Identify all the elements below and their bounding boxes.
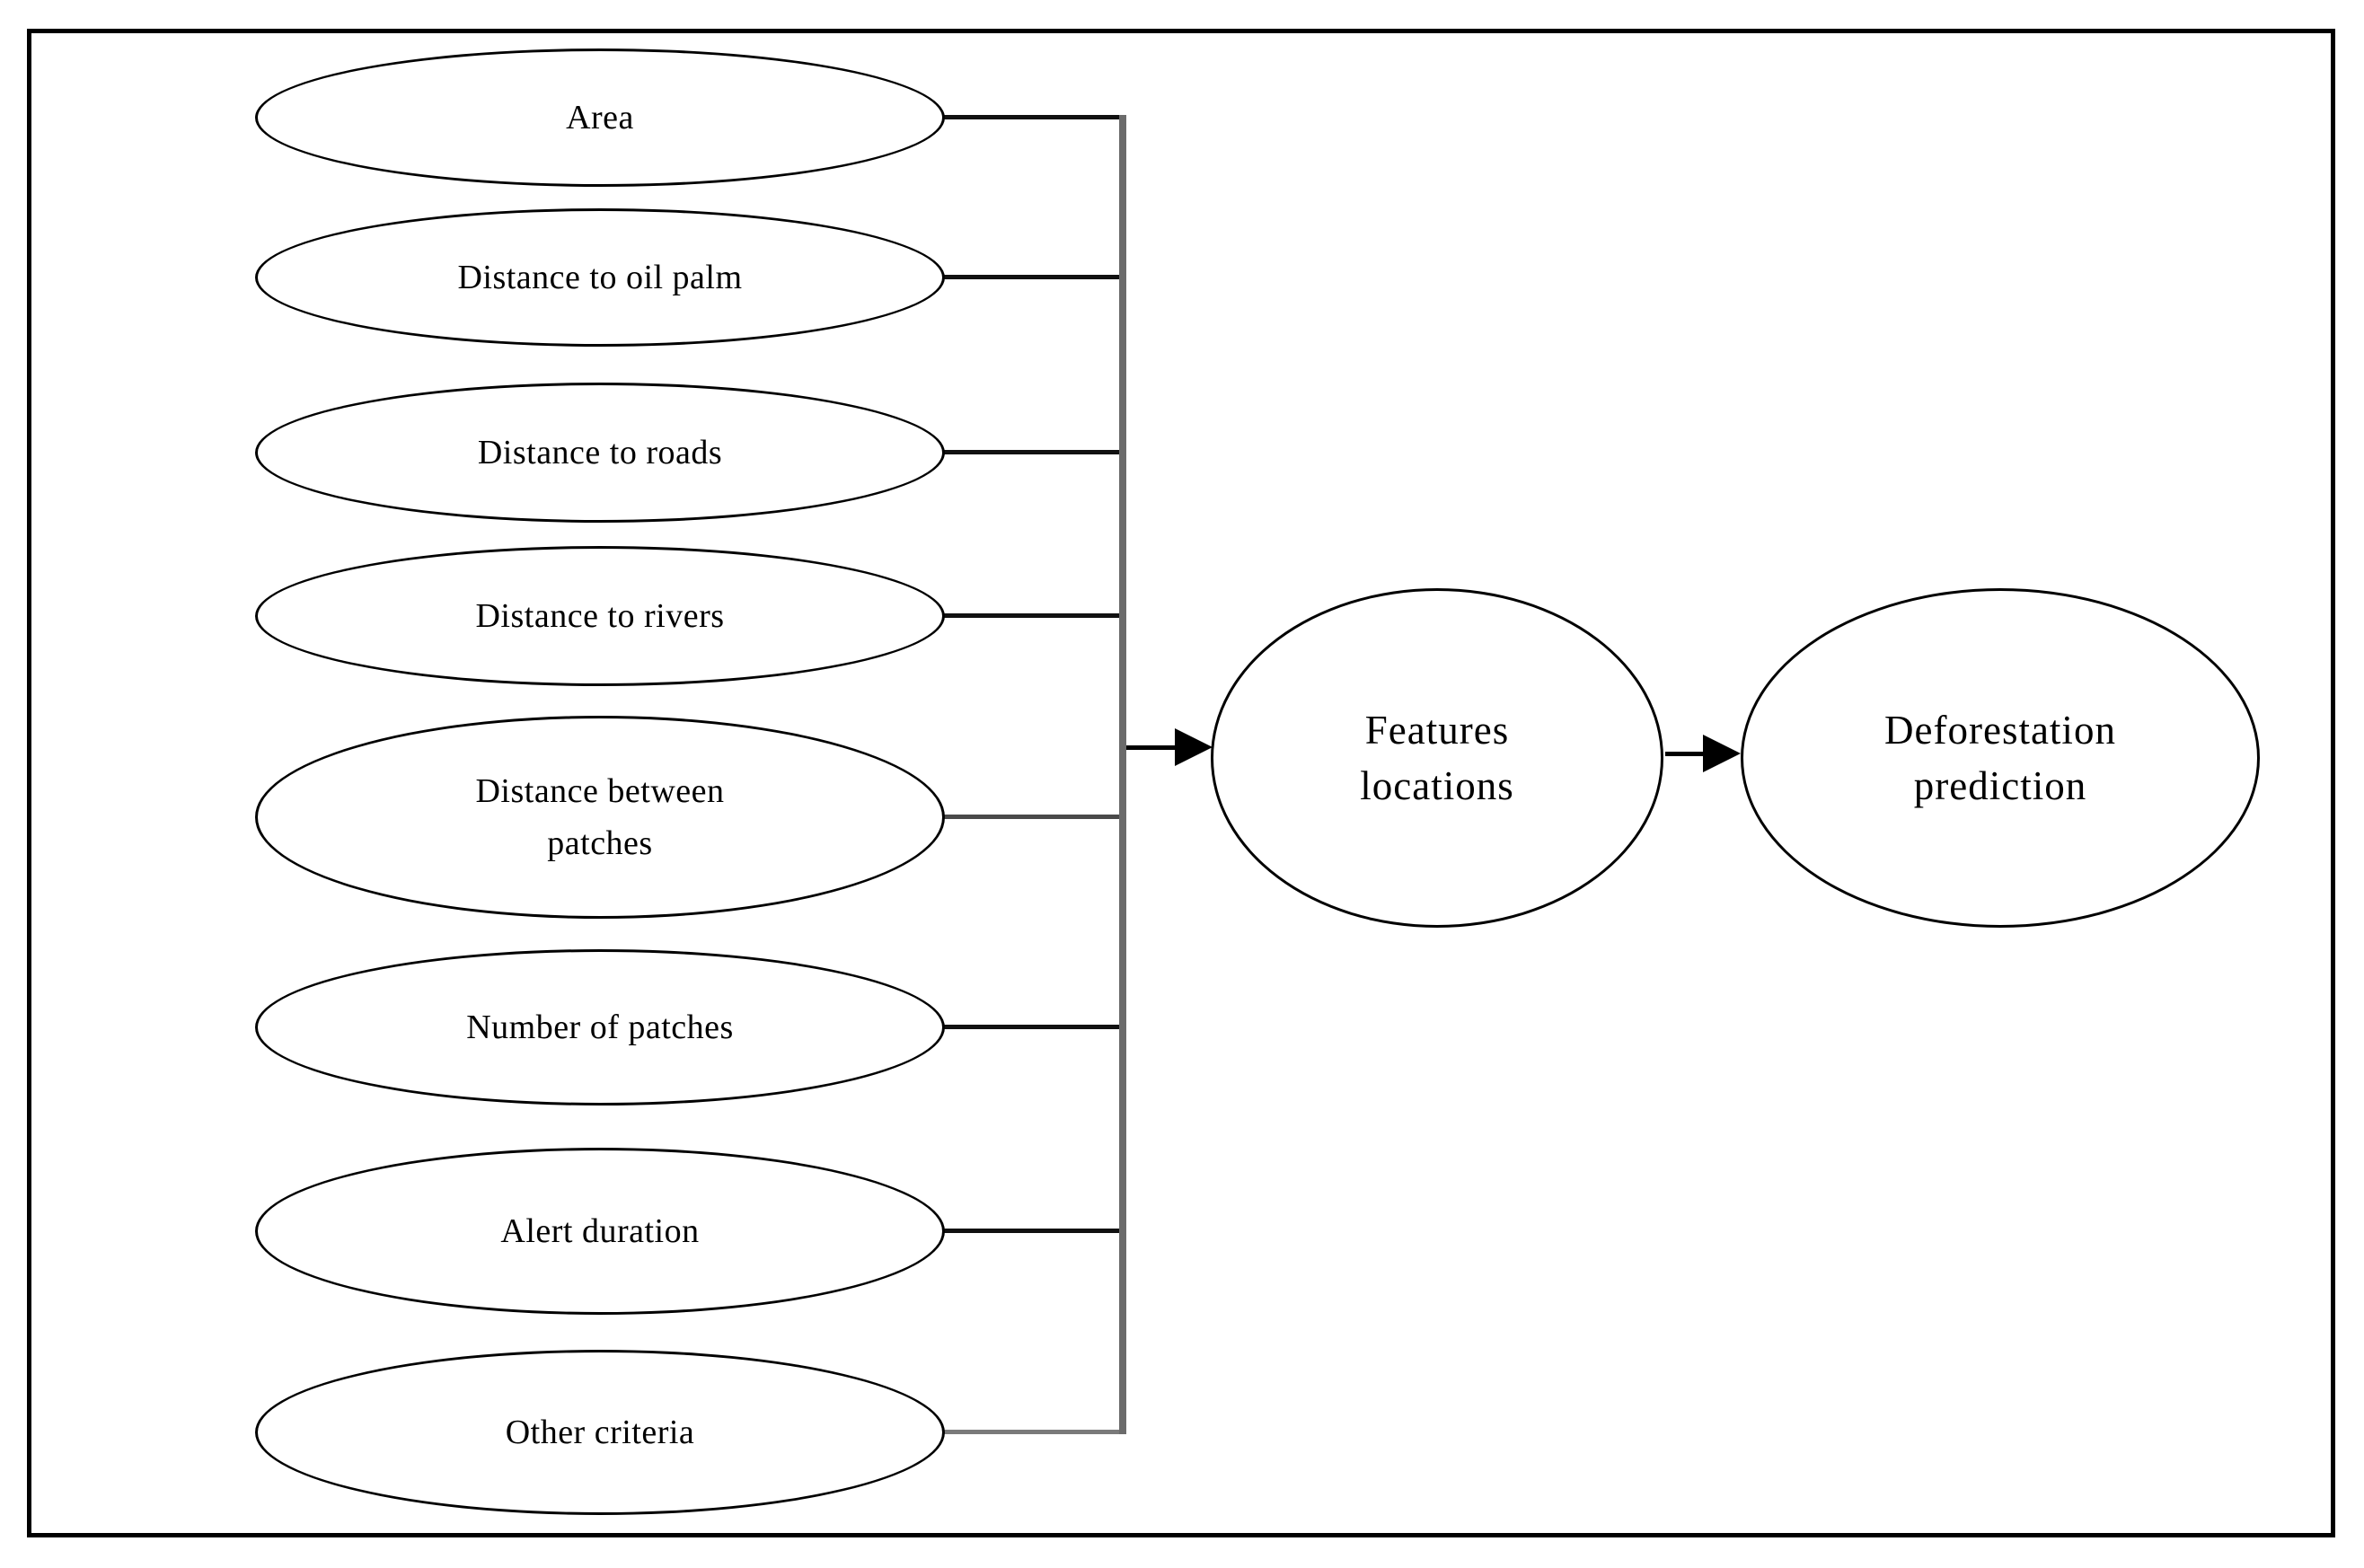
input-node-distance-to-roads-label: Distance to roads (477, 434, 723, 471)
input-node-area-label: Area (566, 99, 634, 137)
input-node-other-criteria-label: Other criteria (505, 1414, 695, 1451)
connector-area (941, 115, 1123, 119)
input-node-distance-to-oil-palm: Distance to oil palm (255, 208, 945, 347)
output-node-deforestation-prediction-label: Deforestation prediction (1884, 708, 2116, 808)
connector-distance-between-patches (941, 815, 1123, 819)
input-node-number-of-patches-label: Number of patches (466, 1009, 734, 1046)
input-node-alert-duration: Alert duration (255, 1148, 945, 1315)
connector-distance-to-oil-palm (941, 275, 1123, 279)
input-node-alert-duration-label: Alert duration (500, 1212, 700, 1250)
connector-distance-to-roads (941, 450, 1123, 454)
output-node-deforestation-prediction: Deforestation prediction (1741, 588, 2260, 928)
arrowhead-bus-to-features-icon (1175, 728, 1213, 766)
process-node-features-locations-label: Features locations (1360, 708, 1514, 808)
input-node-distance-between-patches: Distance between patches (255, 716, 945, 919)
arrow-bus-to-features-line (1126, 745, 1177, 750)
process-node-features-locations: Features locations (1211, 588, 1663, 928)
input-node-other-criteria: Other criteria (255, 1350, 945, 1515)
bus-line (1119, 115, 1126, 1434)
input-node-distance-to-rivers: Distance to rivers (255, 546, 945, 686)
arrowhead-features-to-prediction-icon (1703, 735, 1741, 772)
input-node-area: Area (255, 48, 945, 187)
input-node-distance-to-rivers-label: Distance to rivers (475, 597, 725, 635)
connector-number-of-patches (941, 1025, 1123, 1029)
connector-other-criteria (941, 1430, 1123, 1434)
connector-distance-to-rivers (941, 613, 1123, 618)
input-node-distance-to-roads: Distance to roads (255, 383, 945, 523)
outer-border-frame (27, 29, 2335, 1537)
input-node-distance-between-patches-label: Distance between patches (475, 772, 725, 862)
arrow-features-to-prediction-line (1665, 752, 1705, 756)
connector-alert-duration (941, 1229, 1123, 1233)
input-node-number-of-patches: Number of patches (255, 949, 945, 1106)
input-node-distance-to-oil-palm-label: Distance to oil palm (457, 259, 743, 296)
